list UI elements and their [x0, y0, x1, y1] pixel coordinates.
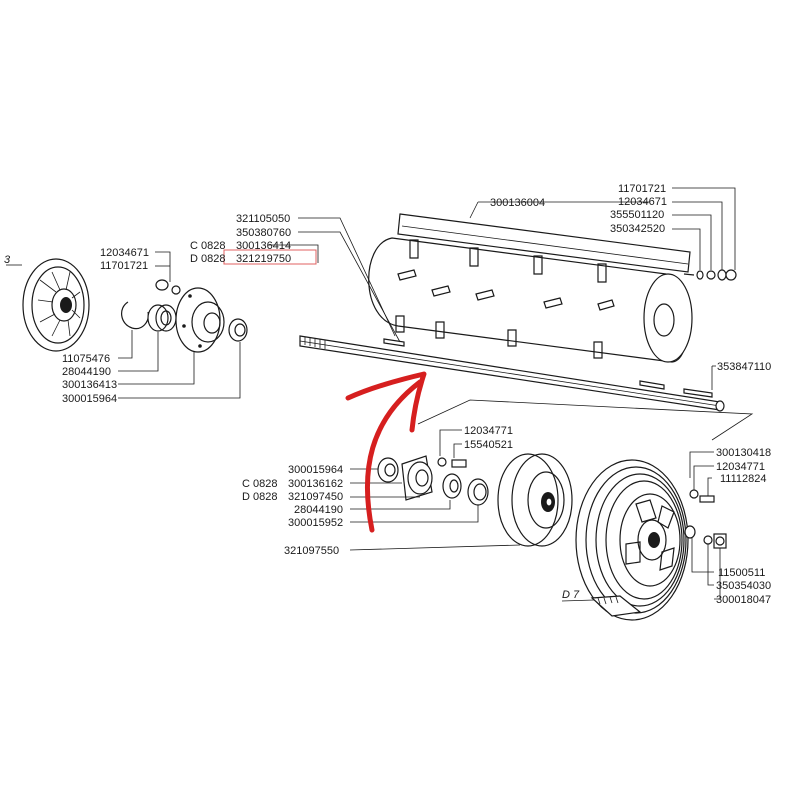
bearing-28044190-left	[147, 304, 177, 332]
label-300015964-left: 300015964	[62, 393, 117, 405]
label-321097450: 321097450	[288, 491, 343, 503]
pulley-321097550	[497, 453, 573, 547]
label-12034671-left: 12034671	[100, 247, 149, 259]
red-annotation-arrow	[345, 371, 427, 533]
label-12034771-mid: 12034771	[464, 425, 513, 437]
housing-300136162	[401, 455, 433, 501]
label-321219750: 321219750	[236, 253, 291, 265]
bearing-28044190-mid	[442, 473, 462, 499]
label-11500511: 11500511	[718, 567, 765, 579]
left-leaders	[118, 251, 241, 399]
label-11701721-right: 11701721	[618, 183, 666, 195]
label-300136413: 300136413	[62, 379, 117, 391]
right-lower-hardware	[684, 489, 727, 549]
label-12034771-right: 12034771	[716, 461, 765, 473]
left-wheel-ref-3	[22, 258, 90, 352]
bolt-stack-right	[683, 269, 737, 281]
label-11701721-left: 11701721	[100, 260, 148, 272]
pulley-300130418	[575, 459, 689, 621]
label-300015964-mid: 300015964	[288, 464, 343, 476]
label-300018047: 300018047	[716, 594, 771, 606]
seal-300015952	[467, 478, 489, 506]
leader-d7	[561, 599, 595, 602]
label-350354030: 350354030	[716, 580, 771, 592]
label-300130418: 300130418	[716, 447, 771, 459]
drum-300136004	[368, 213, 693, 363]
seal-300015964-mid	[377, 457, 399, 483]
label-12034671-right: 12034671	[618, 196, 667, 208]
hub-flange-300136413	[175, 287, 225, 353]
label-300136162: 300136162	[288, 478, 343, 490]
label-d0828: D 0828	[190, 253, 225, 265]
ref-label-d7: D 7	[562, 589, 580, 601]
label-321105050: 321105050	[236, 213, 290, 225]
label-c0828: C 0828	[190, 240, 225, 252]
label-350380760: 350380760	[236, 227, 291, 239]
nut-small-left	[155, 279, 181, 295]
label-c0828-b: C 0828	[242, 478, 277, 490]
label-300136414: 300136414	[236, 240, 291, 252]
label-28044190-mid: 28044190	[294, 504, 343, 516]
label-15540521: 15540521	[464, 439, 513, 451]
label-11112824: 11112824	[720, 473, 767, 485]
drum-leaders	[268, 217, 401, 343]
label-11075476: 11075476	[62, 353, 110, 365]
right-top-leaders	[469, 187, 736, 270]
label-28044190-left: 28044190	[62, 366, 111, 378]
belt-segment-d7	[590, 595, 642, 617]
washer-bolt-15540521	[437, 457, 467, 468]
label-300136004: 300136004	[490, 197, 545, 209]
right-lower-leaders	[689, 451, 721, 600]
label-300015952: 300015952	[288, 517, 343, 529]
middle-leaders	[349, 429, 521, 551]
label-d0828-b: D 0828	[242, 491, 277, 503]
label-350342520: 350342520	[610, 223, 665, 235]
seal-300015964-left	[228, 318, 248, 342]
label-353847110: 353847110	[717, 361, 771, 373]
highlight-box-321219750	[223, 249, 317, 265]
label-355501120: 355501120	[610, 209, 664, 221]
assembly-plane	[417, 399, 754, 441]
shaft-321105050	[299, 335, 725, 412]
snap-ring-left	[121, 301, 149, 330]
label-321097550: 321097550	[284, 545, 339, 557]
ref-label-3: 3	[4, 254, 11, 266]
